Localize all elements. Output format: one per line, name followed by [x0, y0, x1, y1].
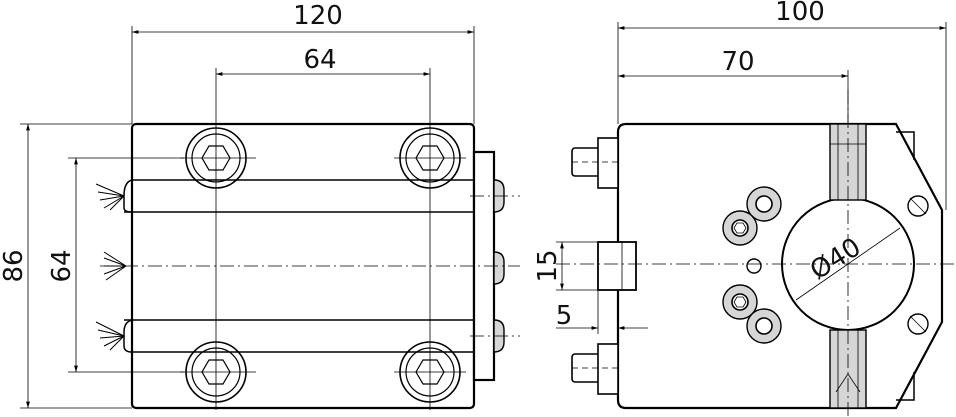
nozzle-cluster-bottom — [722, 284, 782, 344]
dim-front-bolt-spacing: 64 — [303, 45, 336, 75]
dim-vertical-bolt-spacing: 64 — [47, 249, 77, 282]
dim-overall-height: 86 — [0, 249, 29, 282]
front-view: 120 64 86 64 — [0, 1, 520, 410]
pin-top — [907, 195, 929, 217]
small-port — [746, 258, 762, 274]
dim-slot-height: 15 — [533, 249, 563, 282]
left-screw-bottom — [571, 343, 619, 395]
lower-clamp-lip — [123, 319, 133, 353]
side-plate — [896, 131, 915, 401]
front-center-lines — [100, 124, 520, 410]
left-screw-top — [571, 137, 619, 189]
nozzle-cluster-top — [722, 186, 782, 246]
front-extension-lines — [20, 26, 475, 409]
slot-key — [597, 241, 637, 291]
cutting-edge-marks — [95, 183, 127, 351]
dim-bore-position: 70 — [721, 47, 754, 77]
dim-front-width: 120 — [293, 1, 343, 31]
side-view: 100 70 Ø40 15 5 — [533, 0, 956, 417]
side-center-lines — [556, 90, 956, 417]
pin-bottom — [907, 313, 929, 335]
dim-slot-offset: 5 — [556, 301, 573, 331]
dim-side-depth: 100 — [775, 0, 825, 27]
upper-clamp-lip — [123, 179, 133, 213]
